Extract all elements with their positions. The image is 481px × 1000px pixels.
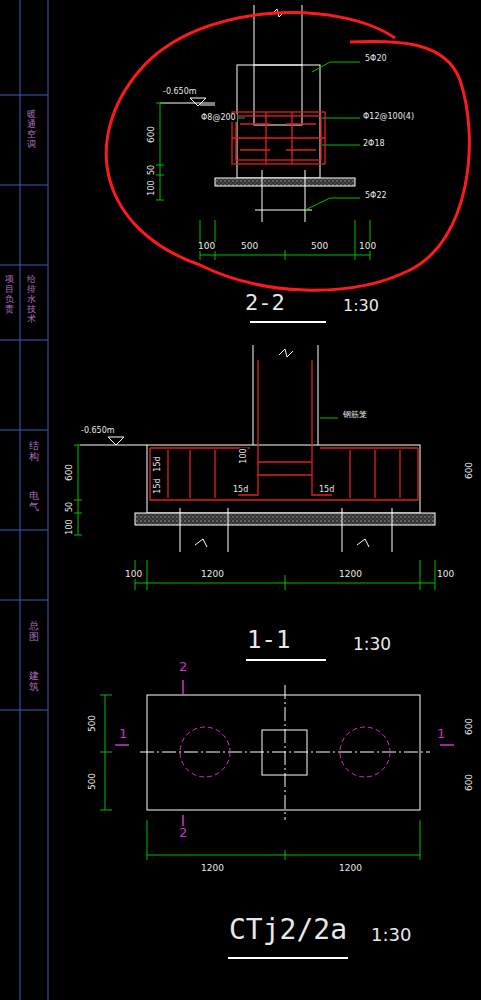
drawing-label: 100 xyxy=(197,242,216,251)
drawing-label: 15d xyxy=(318,486,335,494)
drawing-label: 1 xyxy=(118,727,128,740)
title-block-text: 电气 xyxy=(28,490,40,512)
drawing-label: 15d xyxy=(232,486,249,494)
drawing-label: 1200 xyxy=(200,864,225,873)
title-block-text: 总图 xyxy=(28,620,40,642)
drawing-label: 2-2 xyxy=(244,292,286,314)
drawing-label: 1:30 xyxy=(342,298,380,314)
drawing-label: 1:30 xyxy=(370,926,412,944)
drawing-label: Φ12@100(4) xyxy=(362,113,415,121)
drawing-label: 1200 xyxy=(338,570,363,579)
drawing-label: 600 xyxy=(148,124,157,143)
drawing-label: 钢筋笼 xyxy=(342,411,368,419)
drawing-label: 500 xyxy=(240,242,259,251)
drawing-label: -0.650m xyxy=(80,427,116,435)
drawing-label: 100 xyxy=(148,179,156,196)
title-block-text: 暖通空调 xyxy=(26,110,37,150)
annotation-circle xyxy=(106,13,469,291)
drawing-label: 500 xyxy=(89,713,98,732)
drawing-label: 600 xyxy=(466,460,475,479)
drawing-label: 1200 xyxy=(338,864,363,873)
drawing-label: CTj2/2a xyxy=(228,916,348,944)
title-block-text: 建筑 xyxy=(28,670,40,692)
drawing-label: 500 xyxy=(89,771,98,790)
title-strip xyxy=(0,0,48,1000)
drawing-label: 50 xyxy=(66,501,74,513)
drawing-label: -0.650m xyxy=(162,88,198,96)
drawing-label: 2 xyxy=(178,660,188,673)
drawing-label: 100 xyxy=(358,242,377,251)
drawing-label: 1 xyxy=(436,727,446,740)
drawing-label: 600 xyxy=(466,772,475,791)
drawing-label: 5Φ22 xyxy=(364,192,388,200)
drawing-label: 500 xyxy=(310,242,329,251)
drawing-label: 600 xyxy=(66,462,75,481)
drawing-label: 5Φ20 xyxy=(364,55,388,63)
title-block-text: 给排水技术 xyxy=(26,275,37,324)
drawing-label: 1200 xyxy=(200,570,225,579)
drawing-label: 50 xyxy=(148,164,156,176)
title-block-text: 项目负责 xyxy=(4,275,15,315)
drawing-label: 1-1 xyxy=(246,628,291,652)
drawing-label: 100 xyxy=(436,570,455,579)
drawing-label: 15d xyxy=(154,455,162,472)
drawing-label: 100 xyxy=(124,570,143,579)
drawing-label: 15d xyxy=(154,477,162,494)
drawing-label: 600 xyxy=(466,716,475,735)
title-block-text: 结构 xyxy=(28,440,40,462)
drawing-label: 100 xyxy=(240,447,248,464)
drawing-label: 100 xyxy=(66,518,74,535)
drawing-label: 2Φ18 xyxy=(362,140,386,148)
drawing-label: 1:30 xyxy=(352,636,392,653)
drawing-label: 2 xyxy=(178,826,188,839)
drawing-label: Φ8@200 xyxy=(200,114,237,122)
